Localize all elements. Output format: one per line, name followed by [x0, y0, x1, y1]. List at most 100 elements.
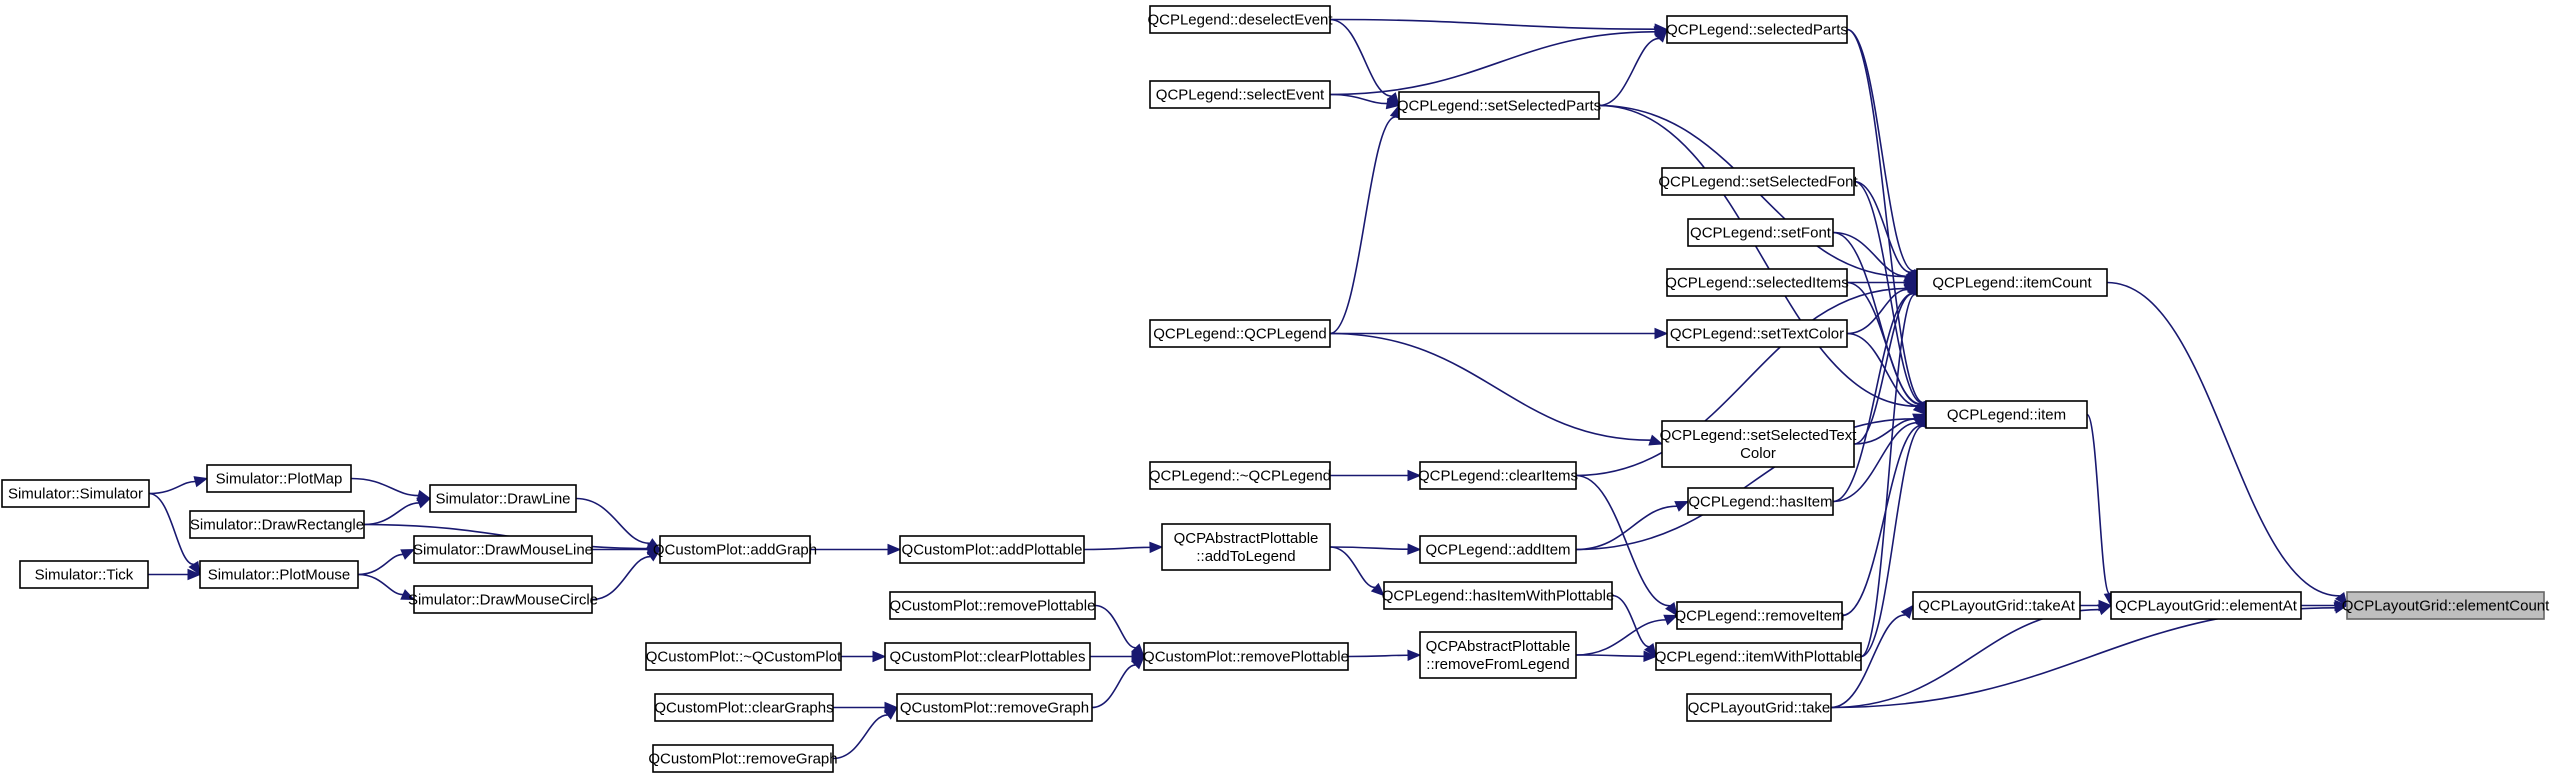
node-removeGraph1[interactable]: QCustomPlot::removeGraph [896, 693, 1093, 722]
node-box[interactable] [1419, 631, 1577, 679]
node-box[interactable] [1676, 601, 1843, 630]
edge-addItem-to-hasItem [1575, 505, 1677, 551]
node-selectedItems[interactable]: QCPLegend::selectedItems [1665, 268, 1849, 297]
node-box[interactable] [1149, 319, 1331, 348]
node-label: QCPLegend::removeItem [1674, 608, 1844, 625]
node-take[interactable]: QCPLayoutGrid::take [1686, 693, 1832, 722]
node-box[interactable] [1916, 268, 2108, 297]
node-box[interactable] [1661, 167, 1855, 196]
node-box[interactable] [1687, 218, 1834, 247]
node-box[interactable] [1149, 461, 1331, 490]
node-clearPlottables[interactable]: QCustomPlot::clearPlottables [884, 642, 1091, 671]
node-hasItemWithPlottable[interactable]: QCPLegend::hasItemWithPlottable [1382, 581, 1615, 610]
node-box[interactable] [413, 585, 593, 614]
node-box[interactable] [2110, 591, 2302, 620]
node-box[interactable] [889, 591, 1096, 620]
node-box[interactable] [884, 642, 1091, 671]
node-qcpLegendDtor[interactable]: QCPLegend::~QCPLegend [1149, 461, 1331, 490]
node-box[interactable] [896, 693, 1093, 722]
node-box[interactable] [1666, 15, 1848, 44]
node-box[interactable] [1149, 80, 1331, 109]
node-clearItems[interactable]: QCPLegend::clearItems [1418, 461, 1578, 490]
node-removePlottable2[interactable]: QCustomPlot::removePlottable [1143, 642, 1349, 671]
node-plotMouse[interactable]: Simulator::PlotMouse [199, 560, 359, 589]
node-qcpLegendCtor[interactable]: QCPLegend::QCPLegend [1149, 319, 1331, 348]
node-box[interactable] [1661, 420, 1855, 468]
edge-arrowhead-drawRectangle-to-drawLine [416, 497, 432, 509]
edge-drawMouseCircle-to-addGraph [591, 555, 651, 601]
node-box[interactable] [1666, 268, 1848, 297]
node-box[interactable] [189, 510, 365, 539]
node-itemWithPlottable[interactable]: QCPLegend::itemWithPlottable [1655, 642, 1863, 671]
node-box[interactable] [1925, 400, 2088, 429]
node-box[interactable] [1149, 5, 1331, 34]
node-addGraph[interactable]: QCustomPlot::addGraph [653, 535, 817, 564]
node-label: QCPAbstractPlottable [1174, 530, 1319, 547]
node-tick[interactable]: Simulator::Tick [19, 560, 149, 589]
node-removePlottable1[interactable]: QCustomPlot::removePlottable [889, 591, 1096, 620]
node-setFont[interactable]: QCPLegend::setFont [1687, 218, 1834, 247]
node-box[interactable] [1655, 642, 1862, 671]
node-clearGraphs[interactable]: QCustomPlot::clearGraphs [654, 693, 834, 722]
node-addToLegend[interactable]: QCPAbstractPlottable::addToLegend [1161, 523, 1331, 571]
node-drawMouseLine[interactable]: Simulator::DrawMouseLine [413, 535, 593, 564]
node-box[interactable] [2346, 591, 2545, 620]
node-label: QCPLegend::setSelectedParts [1397, 98, 1601, 115]
node-plotMap[interactable]: Simulator::PlotMap [206, 464, 352, 493]
edge-arrowhead-qcpLegendCtor-to-setTextColor [1654, 327, 1669, 340]
edge-qcpLegendCtor-to-setSelectedTextColor [1329, 332, 1651, 442]
node-box[interactable] [1912, 591, 2081, 620]
node-box[interactable] [19, 560, 149, 589]
node-drawLine[interactable]: Simulator::DrawLine [429, 484, 577, 513]
node-box[interactable] [652, 744, 834, 773]
edge-hasItem-to-item [1832, 421, 1918, 503]
edge-addItem-to-item [1575, 418, 1915, 551]
node-box[interactable] [654, 693, 834, 722]
node-box[interactable] [1, 479, 150, 508]
node-box[interactable] [1383, 581, 1613, 610]
node-takeAt[interactable]: QCPLayoutGrid::takeAt [1912, 591, 2081, 620]
node-selectEvent[interactable]: QCPLegend::selectEvent [1149, 80, 1331, 109]
node-box[interactable] [1687, 487, 1834, 516]
node-elementAt[interactable]: QCPLayoutGrid::elementAt [2110, 591, 2302, 620]
node-box[interactable] [1419, 461, 1577, 490]
node-box[interactable] [1419, 535, 1577, 564]
node-box[interactable] [1143, 642, 1349, 671]
node-box[interactable] [1666, 319, 1848, 348]
node-box[interactable] [199, 560, 359, 589]
node-box[interactable] [1398, 91, 1600, 120]
node-setSelectedParts[interactable]: QCPLegend::setSelectedParts [1397, 91, 1601, 120]
node-box[interactable] [899, 535, 1085, 564]
node-qcustomPlotDtor[interactable]: QCustomPlot::~QCustomPlot [645, 642, 842, 671]
node-box[interactable] [1686, 693, 1832, 722]
node-addItem[interactable]: QCPLegend::addItem [1419, 535, 1577, 564]
node-box[interactable] [645, 642, 842, 671]
node-box[interactable] [206, 464, 352, 493]
node-item[interactable]: QCPLegend::item [1925, 400, 2088, 429]
node-drawMouseCircle[interactable]: Simulator::DrawMouseCircle [408, 585, 598, 614]
node-box[interactable] [1161, 523, 1331, 571]
node-setSelectedFont[interactable]: QCPLegend::setSelectedFont [1658, 167, 1858, 196]
node-removeFromLegend[interactable]: QCPAbstractPlottable::removeFromLegend [1419, 631, 1577, 679]
node-itemCount[interactable]: QCPLegend::itemCount [1916, 268, 2108, 297]
node-box[interactable] [659, 535, 811, 564]
node-label: QCPLegend::addItem [1425, 542, 1570, 559]
node-removeGraph2[interactable]: QCustomPlot::removeGraph [648, 744, 838, 773]
node-elementCount[interactable]: QCPLayoutGrid::elementCount [2342, 591, 2550, 620]
node-box[interactable] [413, 535, 593, 564]
node-selectedParts[interactable]: QCPLegend::selectedParts [1666, 15, 1848, 44]
node-removeItem[interactable]: QCPLegend::removeItem [1674, 601, 1845, 630]
node-deselectEvent[interactable]: QCPLegend::deselectEvent [1147, 5, 1333, 34]
node-box[interactable] [429, 484, 577, 513]
edge-itemWithPlottable-to-itemCount [1860, 293, 1916, 658]
edge-arrowhead-removeFromLegend-to-removeItem [1663, 614, 1679, 626]
edge-removePlottable1-to-removePlottable2 [1094, 604, 1136, 649]
edge-arrowhead-elementAt-to-elementCount [2334, 599, 2349, 612]
edge-itemCount-to-elementCount [2106, 281, 2340, 597]
node-hasItem[interactable]: QCPLegend::hasItem [1687, 487, 1834, 516]
node-addPlottable[interactable]: QCustomPlot::addPlottable [899, 535, 1085, 564]
node-drawRectangle[interactable]: Simulator::DrawRectangle [189, 510, 365, 539]
node-setTextColor[interactable]: QCPLegend::setTextColor [1666, 319, 1848, 348]
node-simCtor[interactable]: Simulator::Simulator [1, 479, 150, 508]
